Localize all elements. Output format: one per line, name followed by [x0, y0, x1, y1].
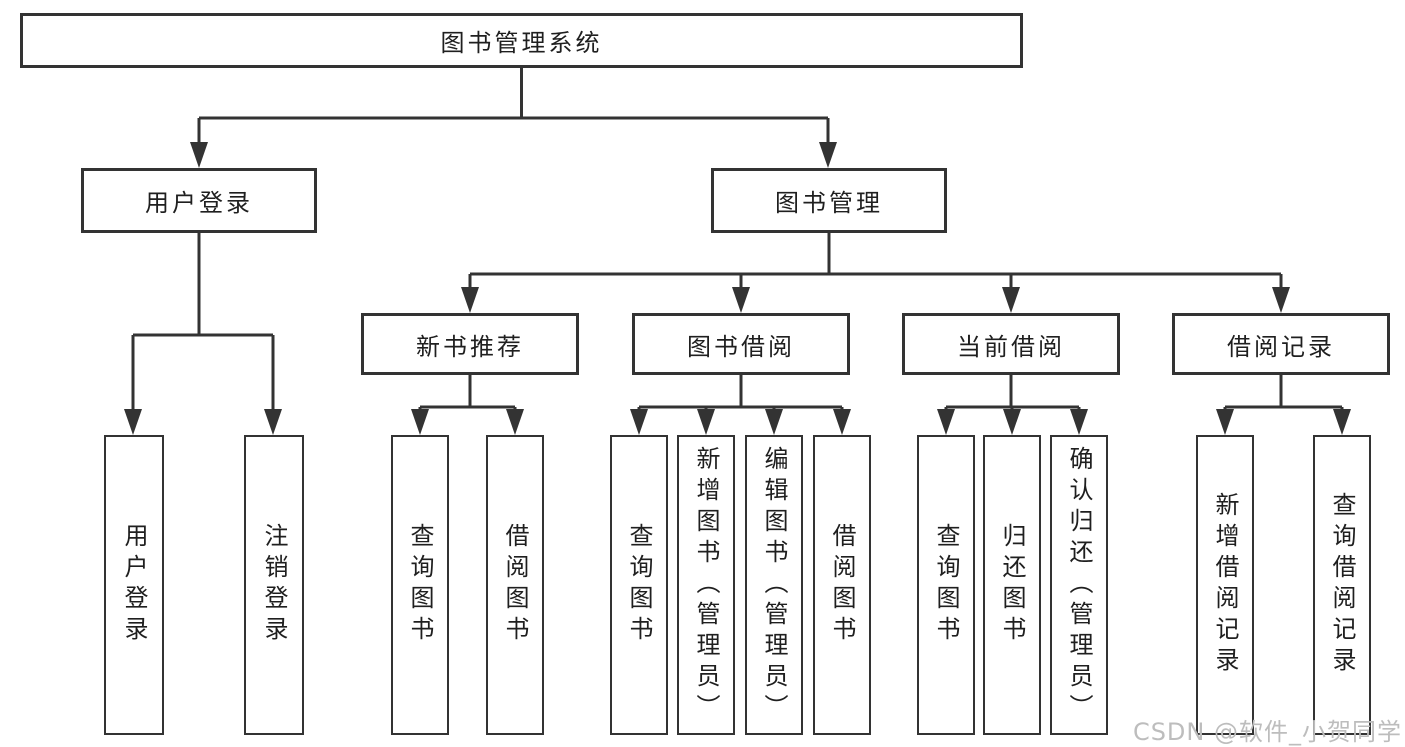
node-label: 新增借阅记录: [1211, 492, 1239, 678]
node-user-login: 用户登录: [81, 168, 317, 233]
arrowhead-icon: [1003, 409, 1021, 435]
arrowhead-icon: [1070, 409, 1088, 435]
arrowhead-icon: [630, 409, 648, 435]
connector-book-management-to-level3: [461, 233, 1290, 313]
node-label: 查询图书: [932, 523, 960, 647]
leaf-br-add-record: 新增借阅记录: [1196, 435, 1254, 735]
node-book-borrow: 图书借阅: [632, 313, 850, 375]
arrowhead-icon: [506, 409, 524, 435]
arrowhead-icon: [833, 409, 851, 435]
arrowhead-icon: [819, 142, 837, 168]
node-label: 借阅记录: [1227, 332, 1335, 361]
node-label: 查询图书: [406, 523, 434, 647]
node-book-management: 图书管理: [711, 168, 947, 233]
leaf-user-login: 用户登录: [104, 435, 164, 735]
connector-borrow-records-to-leaves: [1216, 375, 1351, 435]
leaf-nbr-query-books: 查询图书: [391, 435, 449, 735]
node-label: 用户登录: [120, 523, 148, 647]
node-label: 查询借阅记录: [1328, 492, 1356, 678]
arrowhead-icon: [765, 409, 783, 435]
leaf-cb-return-books: 归还图书: [983, 435, 1041, 735]
node-label: 归还图书: [998, 523, 1026, 647]
leaf-br-query-record: 查询借阅记录: [1313, 435, 1371, 735]
node-label: 图书管理: [775, 189, 883, 217]
node-label: 新书推荐: [416, 332, 524, 361]
arrowhead-icon: [697, 409, 715, 435]
arrowhead-icon: [1333, 409, 1351, 435]
node-label: 查询图书: [625, 523, 653, 647]
node-label: 图书管理系统: [440, 29, 603, 57]
arrowhead-icon: [124, 409, 142, 435]
node-label: 借阅图书: [828, 523, 856, 647]
node-label: 当前借阅: [957, 332, 1065, 361]
leaf-cb-confirm-return-admin: 确认归还（管理员）: [1050, 435, 1108, 735]
leaf-bb-add-books-admin: 新增图书（管理员）: [677, 435, 735, 735]
leaf-nbr-borrow-books: 借阅图书: [486, 435, 544, 735]
arrowhead-icon: [461, 287, 479, 313]
node-new-book-recommend: 新书推荐: [361, 313, 579, 375]
node-label: 编辑图书（管理员）: [760, 445, 788, 725]
connector-user-login-to-leaves: [124, 233, 282, 435]
connector-book-borrow-to-leaves: [630, 375, 851, 435]
connector-new-book-recommend-to-leaves: [411, 375, 524, 435]
node-current-borrow: 当前借阅: [902, 313, 1120, 375]
node-label: 用户登录: [145, 189, 253, 217]
watermark: CSDN @软件_小贺同学: [1132, 718, 1402, 746]
connector-current-borrow-to-leaves: [937, 375, 1088, 435]
arrowhead-icon: [190, 142, 208, 168]
arrowhead-icon: [1216, 409, 1234, 435]
arrowhead-icon: [264, 409, 282, 435]
arrowhead-icon: [937, 409, 955, 435]
node-label: 注销登录: [260, 523, 288, 647]
leaf-cb-query-books: 查询图书: [917, 435, 975, 735]
leaf-bb-query-books: 查询图书: [610, 435, 668, 735]
leaf-bb-edit-books-admin: 编辑图书（管理员）: [745, 435, 803, 735]
leaf-logout-login: 注销登录: [244, 435, 304, 735]
node-borrow-records: 借阅记录: [1172, 313, 1390, 375]
node-label: 图书借阅: [687, 332, 795, 361]
node-root-system: 图书管理系统: [20, 13, 1023, 68]
arrowhead-icon: [732, 287, 750, 313]
node-label: 新增图书（管理员）: [692, 445, 720, 725]
arrowhead-icon: [1272, 287, 1290, 313]
node-label: 借阅图书: [501, 523, 529, 647]
arrowhead-icon: [411, 409, 429, 435]
leaf-bb-borrow-books: 借阅图书: [813, 435, 871, 735]
arrowhead-icon: [1002, 287, 1020, 313]
connector-root-to-level2: [190, 68, 837, 168]
node-label: 确认归还（管理员）: [1065, 445, 1093, 725]
